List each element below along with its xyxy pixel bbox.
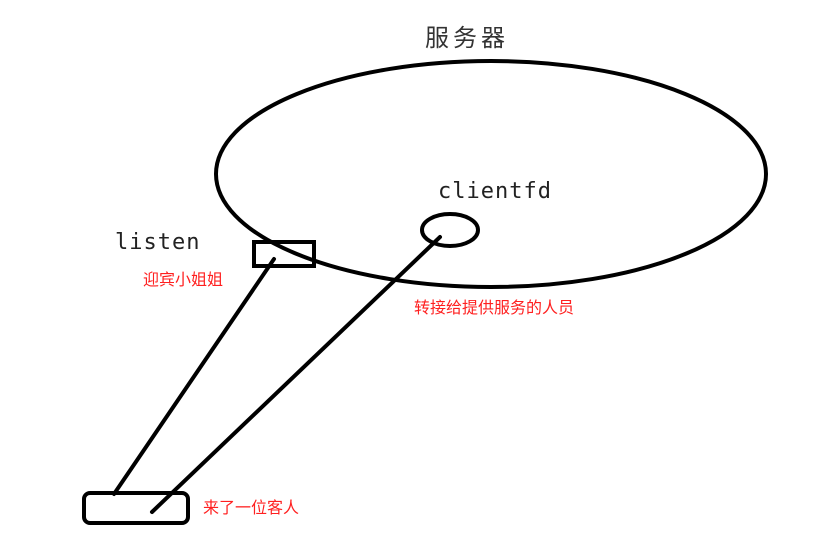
guest-arrives-annotation: 来了一位客人 [203, 498, 300, 517]
connection-line-clientfd [150, 235, 442, 514]
server-title: 服务器 [425, 24, 509, 52]
clientfd-circle [420, 212, 480, 248]
clientfd-label: clientfd [438, 179, 552, 204]
server-ellipse [214, 59, 768, 289]
receptionist-annotation: 迎宾小姐姐 [143, 270, 224, 289]
listen-label: listen [115, 230, 201, 255]
connection-line-listen [112, 257, 276, 496]
listen-socket-box [252, 240, 316, 268]
client-box [82, 491, 190, 525]
transfer-annotation: 转接给提供服务的人员 [414, 298, 575, 317]
